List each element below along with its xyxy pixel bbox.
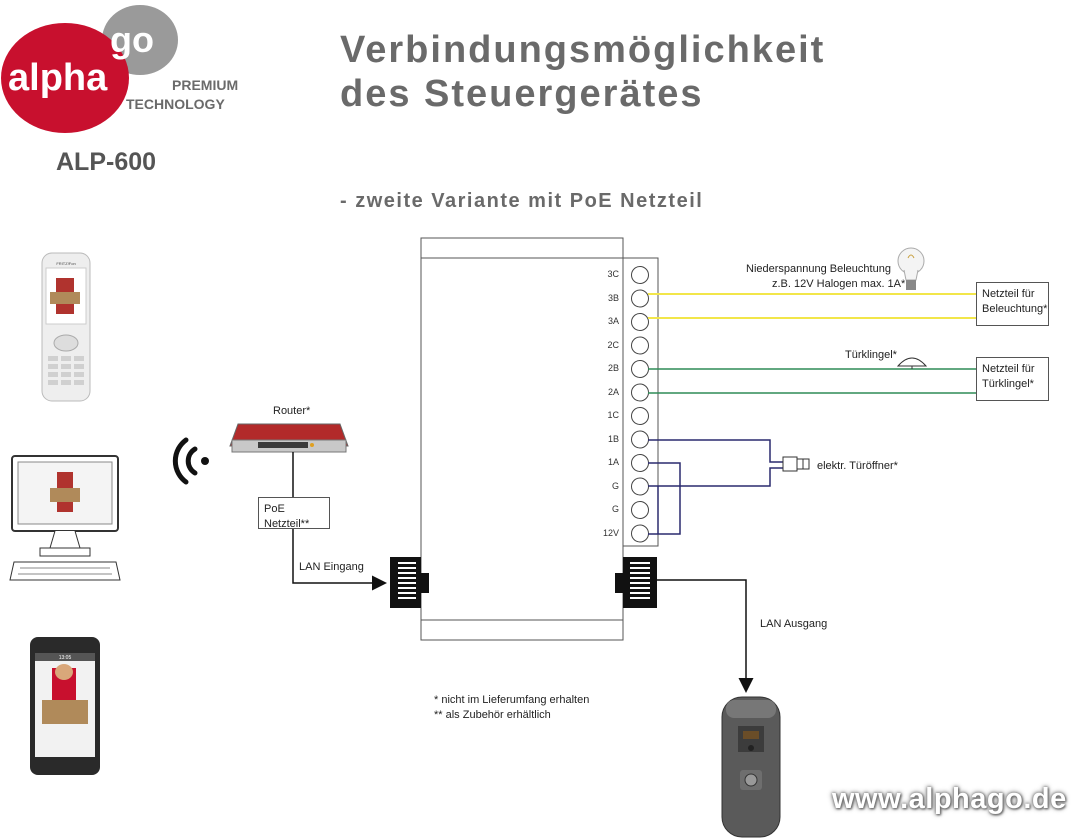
terminal-label: 1B	[607, 433, 619, 444]
alphago-logo: go alpha PREMIUM TECHNOLOGY	[1, 5, 238, 133]
door-opener-icon	[782, 456, 798, 472]
terminal-label: 12V	[602, 527, 619, 538]
terminal-label: 3A	[607, 316, 619, 326]
wire-lan-out	[657, 579, 754, 693]
page-title: Verbindungsmöglichkeit des Steuergerätes	[340, 28, 825, 116]
terminal-label: 2C	[607, 339, 619, 350]
footnotes: * nicht im Lieferumfang erhalten ** als …	[434, 693, 589, 723]
watermark-url: www.alphago.de	[832, 783, 1067, 815]
terminal-4-screw	[631, 360, 649, 378]
logo-premium-text: PREMIUM	[172, 77, 238, 93]
pc-monitor-icon	[9, 455, 121, 581]
terminal-9-screw	[631, 477, 649, 496]
terminal-label: G	[611, 480, 619, 491]
door-station-icon	[721, 696, 781, 838]
logo-alpha-text: alpha	[8, 57, 108, 99]
wifi-icon	[172, 437, 209, 485]
phone-brand-text: FRITZ!Fon	[56, 261, 75, 266]
terminal-2-screw	[631, 313, 649, 331]
wire-1a-12v-bridge	[648, 462, 681, 535]
footnote-2: ** als Zubehör erhältlich	[434, 709, 551, 721]
lighting-label: Niederspannung Beleuchtung z.B. 12V Halo…	[746, 262, 905, 292]
wire-g-blue	[648, 467, 783, 487]
terminal-label: 2A	[607, 386, 619, 397]
terminal-label: 1A	[607, 457, 619, 467]
terminal-0-screw	[631, 266, 649, 284]
wire-lan-in	[292, 529, 387, 591]
doorbell-label: Türklingel*	[845, 349, 897, 361]
lan-out-label: LAN Ausgang	[760, 618, 828, 630]
psu-doorbell-line1: Netzteil für	[982, 363, 1035, 375]
psu-doorbell-box: Netzteil für Türklingel*	[976, 357, 1049, 401]
lan-in-label: LAN Eingang	[299, 561, 364, 573]
light-bulb-icon	[897, 247, 925, 290]
psu-lighting-box: Netzteil für Beleuchtung*	[976, 282, 1049, 326]
title-line-1: Verbindungsmöglichkeit	[340, 29, 826, 71]
logo-red-bubble	[1, 23, 129, 133]
wire-1b-blue	[648, 439, 783, 463]
terminal-label: 3C	[607, 269, 619, 279]
rj45-in-icon	[390, 557, 429, 608]
poe-psu-box: PoE Netzteil**	[258, 497, 330, 530]
footnote-1: * nicht im Lieferumfang erhalten	[434, 694, 590, 706]
psu-lighting-line1: Netzteil für	[982, 288, 1035, 300]
title-line-2: des Steuergerätes	[340, 73, 704, 115]
model-label: ALP-600	[56, 148, 157, 176]
terminal-5-screw	[631, 383, 649, 402]
router-icon	[229, 423, 349, 453]
smartphone-time: 13:05	[59, 655, 72, 661]
doorbell-icon	[896, 357, 928, 367]
lighting-label-line2: z.B. 12V Halogen max. 1A*	[772, 278, 906, 290]
logo-technology-text: TECHNOLOGY	[126, 96, 225, 112]
terminal-label: 1C	[607, 410, 619, 420]
terminal-1-screw	[631, 289, 649, 308]
router-label: Router*	[273, 405, 311, 417]
terminal-label: 3B	[607, 292, 619, 303]
terminal-6-screw	[631, 407, 649, 425]
terminal-label: G	[611, 504, 619, 514]
smartphone-icon: 13:05	[30, 637, 100, 775]
logo-go-text: go	[110, 19, 154, 60]
psu-lighting-line2: Beleuchtung*	[982, 303, 1048, 315]
terminal-8-screw	[631, 454, 649, 472]
psu-doorbell-line2: Türklingel*	[982, 378, 1034, 390]
terminal-11-screw	[631, 524, 649, 543]
terminal-7-screw	[631, 430, 649, 449]
door-opener-label: elektr. Türöffner*	[817, 460, 898, 472]
dect-phone-icon: FRITZ!Fon	[41, 252, 91, 402]
terminal-3-screw	[631, 336, 649, 355]
terminal-label: 2B	[607, 363, 619, 373]
controller-box	[420, 237, 624, 641]
rj45-out-icon	[615, 557, 657, 608]
terminal-10-screw	[631, 501, 649, 519]
lighting-label-line1: Niederspannung Beleuchtung	[746, 263, 891, 275]
page-subtitle: - zweite Variante mit PoE Netzteil	[340, 190, 704, 212]
